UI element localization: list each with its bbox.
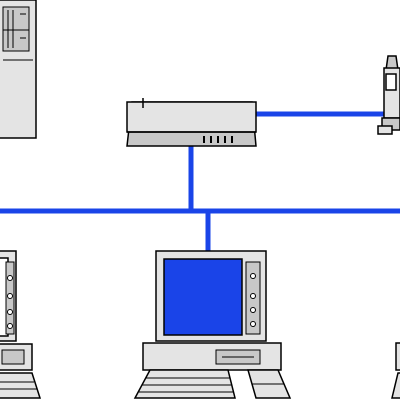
hub-port-leds	[203, 136, 233, 143]
network-links	[0, 111, 400, 251]
tower-server-icon	[0, 0, 37, 139]
desktop-computer-icon	[133, 250, 292, 399]
monitor-screen	[163, 258, 243, 336]
desktop-computer-icon	[391, 342, 400, 399]
desktop-computer-icon	[0, 250, 42, 399]
network-hub-icon	[126, 98, 257, 147]
printer-icon	[377, 55, 400, 135]
